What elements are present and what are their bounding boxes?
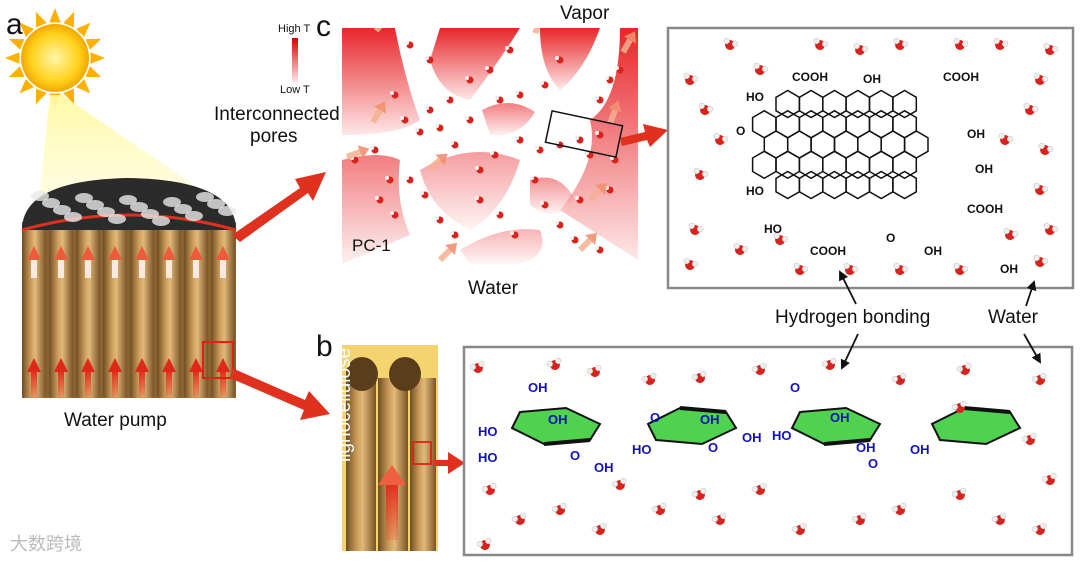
vapor-label: Vapor — [560, 3, 610, 24]
cellulose-group-label: OH — [548, 412, 568, 427]
functional-group-label: COOH — [810, 244, 846, 258]
panel-label-c: c — [316, 10, 331, 43]
panel-label-a: a — [6, 8, 23, 41]
hydrogen-bonding-label: Hydrogen bonding — [775, 307, 931, 328]
cellulose-group-label: O — [868, 456, 879, 471]
functional-group-label: OH — [967, 127, 985, 141]
pc1-label: PC-1 — [352, 236, 391, 255]
functional-group-label: OH — [863, 72, 881, 86]
water-arrow-down — [1023, 333, 1041, 364]
low-t-label: Low T — [280, 84, 310, 96]
functional-group-label: OH — [1000, 262, 1018, 276]
panel-a — [5, 8, 330, 420]
water-pump-label: Water pump — [64, 410, 167, 431]
cellulose-group-label: HO — [478, 424, 498, 439]
functional-group-label: O — [736, 124, 746, 138]
functional-group-label: O — [886, 231, 896, 245]
high-t-label: High T — [278, 23, 311, 35]
arrow-to-cellulose — [433, 452, 465, 474]
graphene-oxide-panel — [666, 26, 1075, 290]
cellulose-group-label: OH — [700, 412, 720, 427]
sunlight-beam — [38, 95, 230, 210]
cellulose-group-label: HO — [632, 442, 652, 457]
zoom-box-a — [202, 341, 234, 379]
cellulose-group-label: OH — [528, 380, 548, 395]
functional-group-label: HO — [746, 90, 764, 104]
cellulose-group-label: OH — [910, 442, 930, 457]
cellulose-group-label: O — [790, 380, 801, 395]
lignocellulose-label: lignocellulose — [334, 347, 355, 462]
wood-block — [21, 178, 237, 398]
panel-b — [342, 345, 465, 551]
cellulose-panel — [462, 345, 1074, 557]
hbond-arrow-down — [840, 333, 859, 370]
zoom-box-b — [412, 441, 432, 465]
functional-group-label: OH — [924, 244, 942, 258]
cellulose-group-label: HO — [478, 450, 498, 465]
watermark: 大数跨境 — [10, 534, 82, 555]
cellulose-group-label: HO — [772, 428, 792, 443]
cellulose-group-label: O — [650, 410, 661, 425]
panel-c — [292, 28, 668, 264]
water-right-label: Water — [988, 307, 1038, 328]
functional-group-label: COOH — [943, 70, 979, 84]
arrow-to-c — [232, 172, 326, 242]
cellulose-group-label: OH — [742, 430, 762, 445]
functional-group-label: COOH — [967, 202, 1003, 216]
functional-group-label: HO — [746, 184, 764, 198]
functional-group-label: OH — [975, 162, 993, 176]
arrow-to-b — [230, 368, 330, 420]
cellulose-group-label: OH — [594, 460, 614, 475]
hbond-arrow-up — [839, 270, 857, 305]
cellulose-group-label: OH — [856, 440, 876, 455]
functional-group-label: COOH — [792, 70, 828, 84]
pores-label: pores — [250, 126, 298, 147]
cellulose-group-label: O — [708, 440, 719, 455]
water-arrow-up — [1025, 280, 1037, 307]
cellulose-group-label: OH — [830, 410, 850, 425]
zoom-box-c — [544, 109, 624, 159]
water-c-label: Water — [468, 278, 518, 299]
temperature-scale — [292, 38, 298, 82]
arrow-to-chem — [620, 124, 668, 147]
panel-label-b: b — [316, 330, 333, 363]
functional-group-label: HO — [764, 222, 782, 236]
interconnected-label: Interconnected — [214, 104, 340, 125]
cellulose-group-label: O — [570, 448, 581, 463]
